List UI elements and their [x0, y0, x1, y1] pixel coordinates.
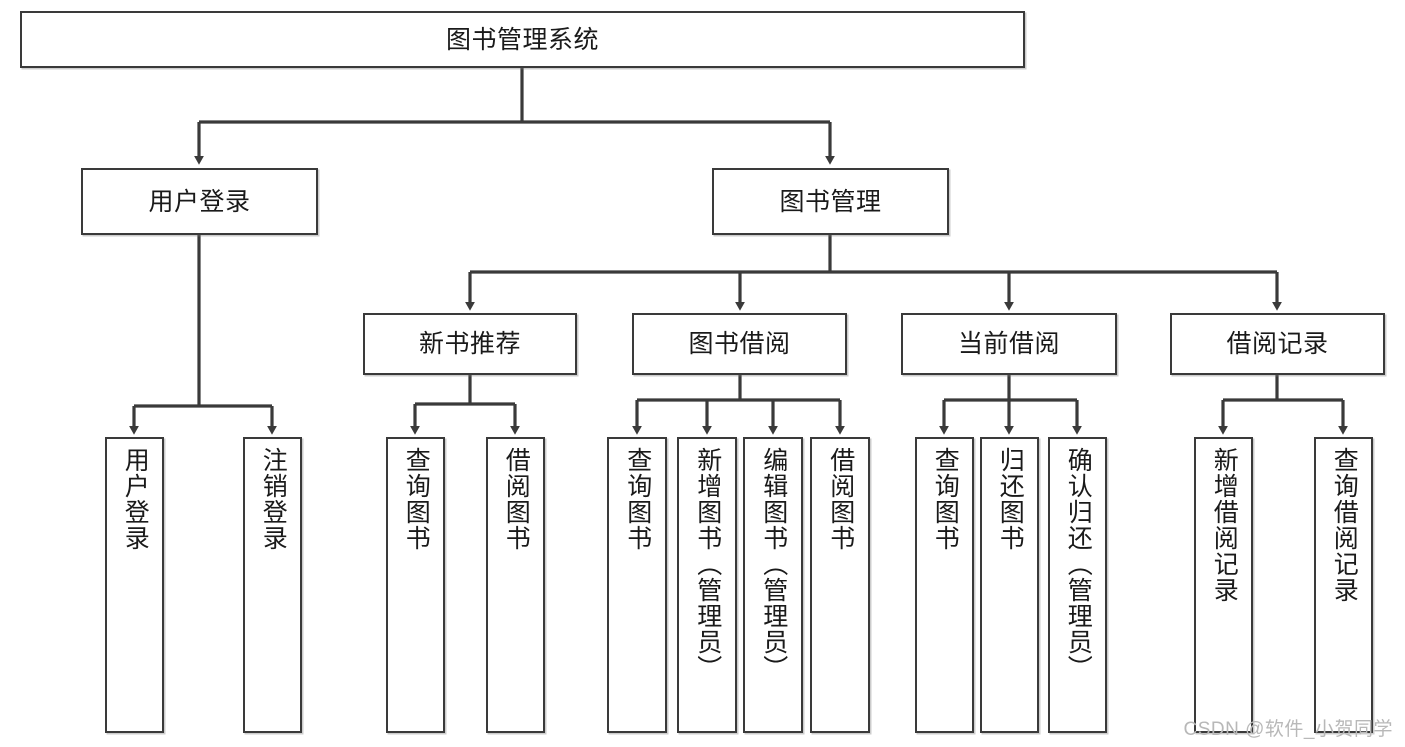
node-label: 确认归还（管理员） — [1064, 447, 1093, 681]
node-leaf-edit-book[interactable]: 编辑图书（管理员） — [743, 437, 803, 733]
node-leaf-borrow-book-2[interactable]: 借阅图书 — [810, 437, 870, 733]
node-leaf-add-book[interactable]: 新增图书（管理员） — [677, 437, 737, 733]
node-label: 借阅记录 — [1226, 330, 1329, 358]
node-user-login[interactable]: 用户登录 — [81, 168, 318, 235]
node-leaf-add-record[interactable]: 新增借阅记录 — [1194, 437, 1253, 733]
node-label: 借阅图书 — [502, 447, 531, 551]
node-borrow-record[interactable]: 借阅记录 — [1170, 313, 1385, 375]
node-book-borrow[interactable]: 图书借阅 — [632, 313, 847, 375]
node-leaf-query-record[interactable]: 查询借阅记录 — [1314, 437, 1373, 733]
node-label: 图书借阅 — [688, 330, 791, 358]
node-label: 借阅图书 — [826, 447, 855, 551]
node-label: 归还图书 — [996, 447, 1025, 551]
node-root-system[interactable]: 图书管理系统 — [20, 11, 1025, 68]
node-label: 用户登录 — [121, 447, 150, 551]
node-leaf-query-book-2[interactable]: 查询图书 — [607, 437, 667, 733]
node-label: 当前借阅 — [957, 330, 1060, 358]
node-leaf-logout-login[interactable]: 注销登录 — [243, 437, 302, 733]
node-label: 查询图书 — [931, 447, 960, 551]
node-new-book-recommend[interactable]: 新书推荐 — [363, 313, 577, 375]
node-label: 新增借阅记录 — [1210, 447, 1239, 603]
node-leaf-return-book[interactable]: 归还图书 — [980, 437, 1039, 733]
node-label: 查询图书 — [623, 447, 652, 551]
node-current-borrow[interactable]: 当前借阅 — [901, 313, 1117, 375]
node-leaf-confirm-return[interactable]: 确认归还（管理员） — [1048, 437, 1107, 733]
node-label: 图书管理系统 — [445, 25, 599, 54]
node-leaf-borrow-book-1[interactable]: 借阅图书 — [486, 437, 545, 733]
node-label: 新增图书（管理员） — [693, 447, 722, 681]
node-label: 编辑图书（管理员） — [759, 447, 788, 681]
node-label: 新书推荐 — [418, 330, 521, 358]
watermark-text: CSDN @软件_小贺同学 — [1183, 719, 1393, 740]
node-label: 图书管理 — [779, 187, 882, 216]
node-leaf-query-book-1[interactable]: 查询图书 — [386, 437, 445, 733]
node-leaf-user-login[interactable]: 用户登录 — [105, 437, 164, 733]
node-label: 查询借阅记录 — [1330, 447, 1359, 603]
node-label: 查询图书 — [402, 447, 431, 551]
node-book-manage[interactable]: 图书管理 — [712, 168, 949, 235]
node-leaf-query-book-3[interactable]: 查询图书 — [915, 437, 974, 733]
node-label: 注销登录 — [259, 447, 288, 551]
node-label: 用户登录 — [148, 187, 251, 216]
